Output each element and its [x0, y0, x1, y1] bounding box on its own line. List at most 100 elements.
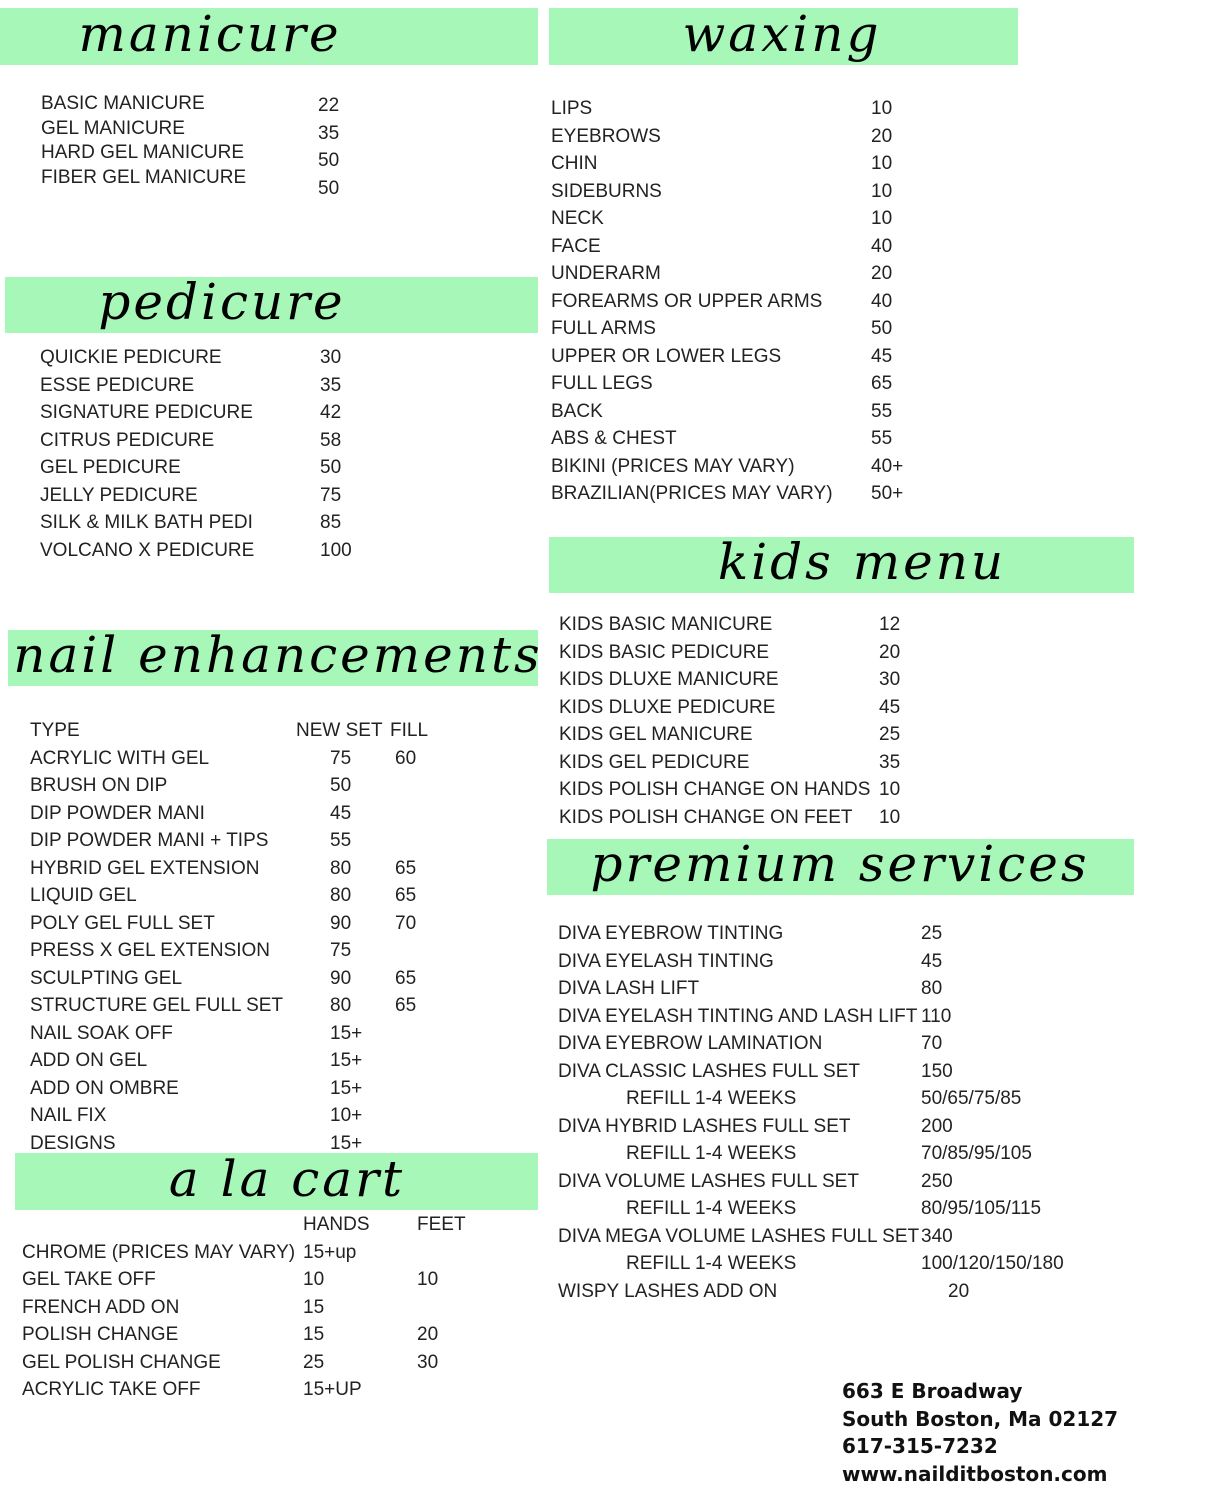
section-header-premium-services: premium services	[547, 835, 1134, 895]
service-price: 50/65/75/85	[921, 1088, 1022, 1109]
service-name: DIVA CLASSIC LASHES FULL SET	[558, 1060, 860, 1082]
service-price: 35	[320, 374, 342, 396]
service-name: POLISH CHANGE	[22, 1324, 179, 1345]
service-price: 15+	[330, 1022, 363, 1044]
service-name: FIBER GEL MANICURE	[41, 166, 247, 188]
service-price: 10	[879, 806, 901, 828]
service-name: DIVA EYEBROW LAMINATION	[558, 1033, 823, 1054]
service-name: DIVA VOLUME LASHES FULL SET	[558, 1170, 859, 1192]
city: South Boston, Ma 02127	[842, 1406, 1119, 1431]
service-price: 75	[330, 747, 352, 769]
service-name: QUICKIE PEDICURE	[40, 347, 222, 368]
section-header-a-la-cart: a la cart	[15, 1150, 538, 1210]
service-price: 15	[303, 1296, 325, 1318]
service-price: 80	[330, 857, 352, 879]
service-price: 10	[871, 98, 893, 119]
service-price: 45	[879, 696, 901, 718]
service-name: BIKINI (PRICES MAY VARY)	[551, 455, 795, 477]
service-price: 40	[871, 290, 893, 312]
service-price: 10	[871, 208, 893, 229]
service-name: BACK	[551, 400, 603, 422]
service-name: NAIL FIX	[30, 1105, 107, 1126]
service-name: ACRYLIC WITH GEL	[30, 747, 210, 769]
service-name: HARD GEL MANICURE	[41, 142, 245, 163]
service-price: 42	[320, 402, 342, 423]
contact-block: 663 E Broadway South Boston, Ma 02127 61…	[842, 1378, 1118, 1488]
section-title: pedicure	[98, 273, 346, 332]
section-header-kids-menu: kids menu	[549, 533, 1134, 593]
section-title: kids menu	[717, 533, 1007, 592]
service-name: SILK & MILK BATH PEDI	[40, 512, 253, 533]
service-price: 35	[318, 122, 340, 144]
service-name: SCULPTING GEL	[30, 967, 183, 989]
service-price: 10	[417, 1269, 439, 1290]
phone: 617-315-7232	[842, 1434, 998, 1458]
service-name: FULL ARMS	[551, 318, 656, 339]
service-price: 20	[417, 1324, 439, 1345]
service-price: 20	[871, 263, 893, 284]
service-price: 30	[417, 1351, 439, 1373]
service-price: 50	[320, 457, 342, 478]
service-name: BRUSH ON DIP	[30, 775, 168, 796]
service-price: 15+	[330, 1077, 363, 1099]
service-name: REFILL 1-4 WEEKS	[626, 1143, 797, 1164]
section-header-pedicure: pedicure	[5, 273, 538, 333]
service-price: 15+UP	[303, 1379, 362, 1400]
service-name: FRENCH ADD ON	[22, 1296, 180, 1318]
service-name: DIVA MEGA VOLUME LASHES FULL SET	[558, 1225, 920, 1247]
service-name: WISPY LASHES ADD ON	[558, 1280, 778, 1302]
service-price: 65	[395, 857, 417, 879]
service-price: 55	[330, 830, 352, 851]
service-price: 60	[395, 747, 417, 769]
service-price: 65	[395, 885, 417, 906]
service-price: 10+	[330, 1105, 363, 1126]
service-price: 45	[921, 950, 943, 972]
service-name: GEL POLISH CHANGE	[22, 1351, 221, 1373]
service-name: SIDEBURNS	[551, 180, 662, 202]
service-name: REFILL 1-4 WEEKS	[626, 1088, 797, 1109]
service-price: 75	[320, 484, 342, 506]
service-name: SIGNATURE PEDICURE	[40, 402, 253, 423]
website[interactable]: www.nailditboston.com	[842, 1461, 1108, 1486]
service-price: 58	[320, 429, 342, 451]
service-name: GEL MANICURE	[41, 117, 185, 139]
service-name: KIDS GEL PEDICURE	[559, 751, 750, 773]
service-name: DIP POWDER MANI	[30, 802, 205, 824]
service-price: 340	[921, 1225, 953, 1247]
service-price: 20	[879, 641, 901, 663]
service-name: ESSE PEDICURE	[40, 374, 195, 396]
service-price: 80/95/105/115	[921, 1198, 1042, 1219]
service-name: KIDS BASIC MANICURE	[559, 614, 773, 635]
column-header: FILL	[390, 720, 429, 741]
service-price: 50	[318, 150, 340, 171]
service-name: KIDS DLUXE PEDICURE	[559, 696, 776, 718]
service-price: 100/120/150/180	[921, 1253, 1064, 1274]
service-price: 12	[879, 614, 901, 635]
service-price: 85	[320, 512, 342, 533]
service-price: 250	[921, 1170, 953, 1192]
service-name: FACE	[551, 235, 601, 257]
service-price: 65	[395, 967, 417, 989]
service-name: DIVA EYELASH TINTING AND LASH LIFT	[558, 1005, 918, 1027]
service-price: 15	[303, 1324, 325, 1345]
service-price: 110	[921, 1005, 952, 1027]
service-name: CITRUS PEDICURE	[40, 429, 215, 451]
service-name: KIDS GEL MANICURE	[559, 724, 753, 745]
service-price: 15+	[330, 1132, 363, 1154]
service-price: 65	[871, 373, 893, 394]
column-header: NEW SET	[296, 720, 383, 741]
service-name: REFILL 1-4 WEEKS	[626, 1253, 797, 1274]
service-price: 30	[320, 347, 342, 368]
service-price: 10	[879, 779, 901, 800]
service-price: 45	[871, 345, 893, 367]
service-name: KIDS BASIC PEDICURE	[559, 641, 770, 663]
service-name: LIPS	[551, 98, 593, 119]
service-name: KIDS POLISH CHANGE ON HANDS	[559, 779, 871, 800]
service-price: 80	[330, 885, 352, 906]
service-name: HYBRID GEL EXTENSION	[30, 857, 260, 879]
service-price: 40+	[871, 455, 904, 477]
service-name: UNDERARM	[551, 263, 661, 284]
service-price: 45	[330, 802, 352, 824]
section-title: manicure	[78, 4, 342, 63]
service-name: KIDS POLISH CHANGE ON FEET	[559, 806, 853, 828]
